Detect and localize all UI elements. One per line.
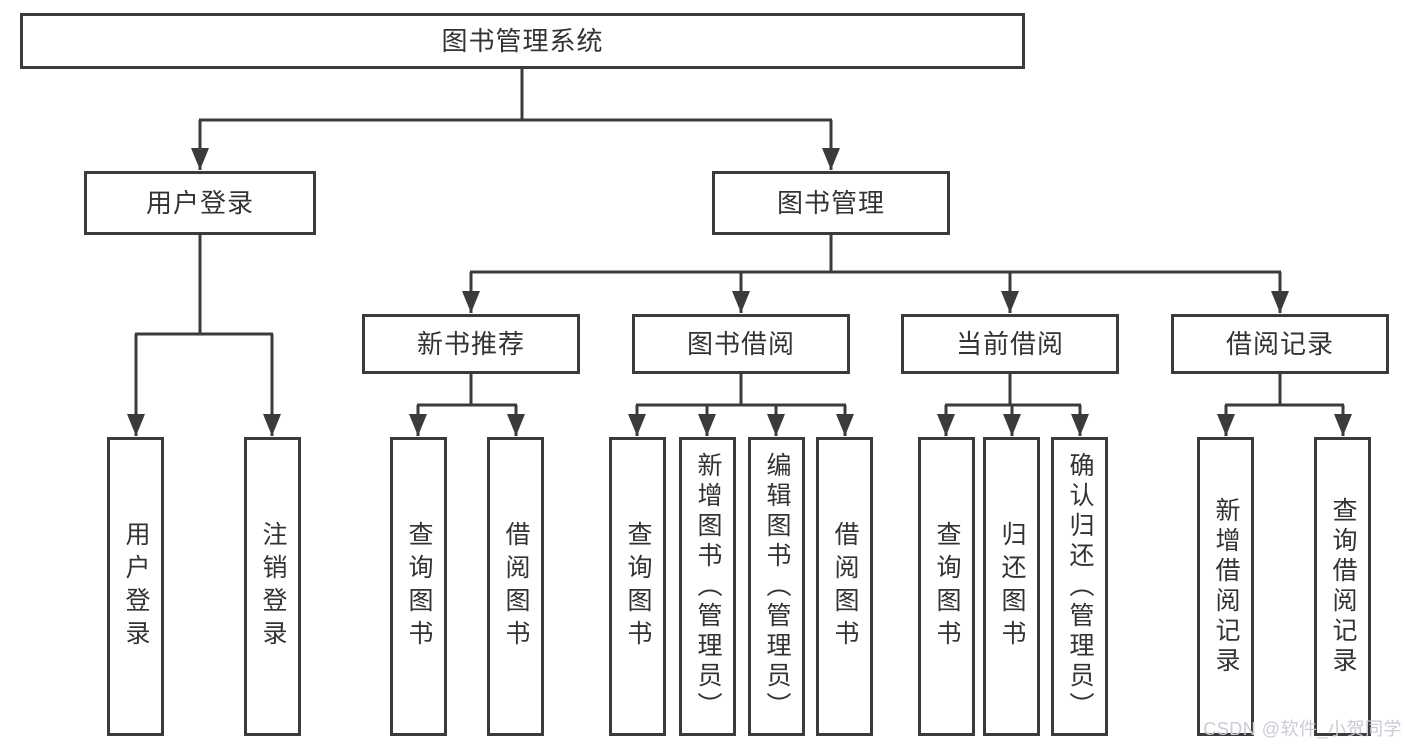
node-book-borrowing: 图书借阅 xyxy=(632,314,850,374)
leaf-add-book-admin: 新增图书（管理员） xyxy=(679,437,736,736)
node-borrowing-records: 借阅记录 xyxy=(1171,314,1389,374)
leaf-borrow-books: 借阅图书 xyxy=(816,437,873,736)
node-current-borrowing: 当前借阅 xyxy=(901,314,1119,374)
leaf-borrow-books-recommend: 借阅图书 xyxy=(487,437,544,736)
node-new-book-recommendation: 新书推荐 xyxy=(362,314,580,374)
leaf-confirm-return-admin: 确认归还（管理员） xyxy=(1051,437,1108,736)
leaf-add-borrow-record: 新增借阅记录 xyxy=(1197,437,1254,736)
leaf-query-borrow-record: 查询借阅记录 xyxy=(1314,437,1371,736)
node-library-management-system: 图书管理系统 xyxy=(20,13,1025,69)
leaf-user-login: 用户登录 xyxy=(107,437,164,736)
leaf-logout: 注销登录 xyxy=(244,437,301,736)
leaf-query-books-borrow: 查询图书 xyxy=(609,437,666,736)
leaf-edit-book-admin: 编辑图书（管理员） xyxy=(748,437,805,736)
leaf-query-books-recommend: 查询图书 xyxy=(390,437,447,736)
csdn-watermark: CSDN @软件_小贺同学 xyxy=(1203,719,1402,739)
leaf-return-book: 归还图书 xyxy=(983,437,1040,736)
leaf-query-books-current: 查询图书 xyxy=(918,437,975,736)
node-user-login: 用户登录 xyxy=(84,171,316,235)
node-book-management: 图书管理 xyxy=(712,171,950,235)
